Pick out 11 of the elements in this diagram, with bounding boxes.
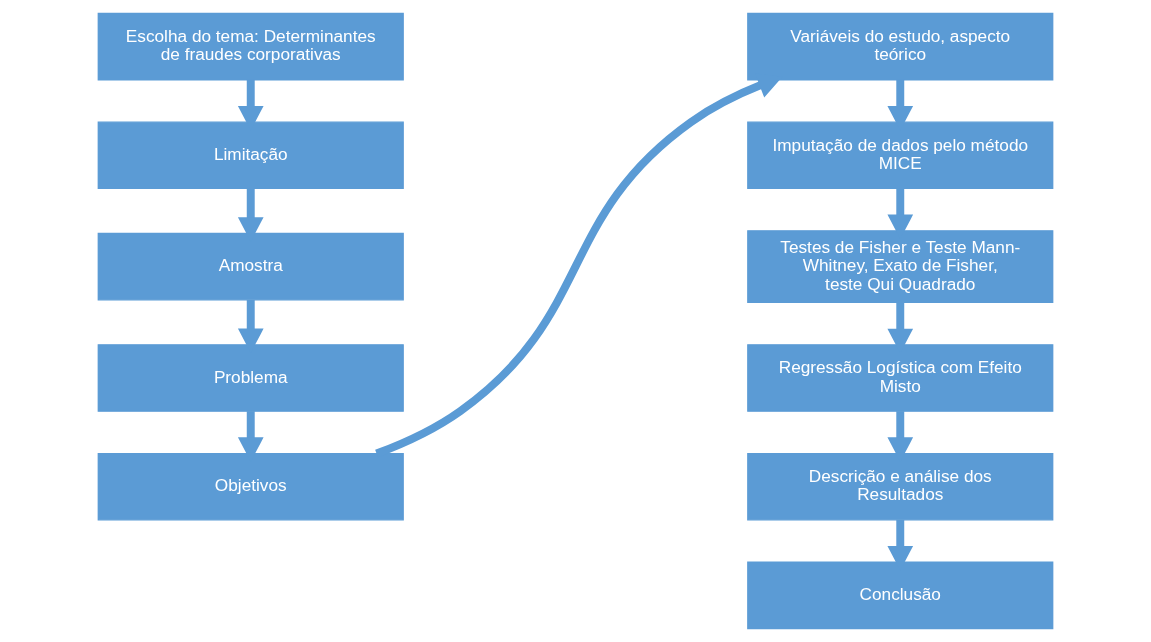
node-box: Problema xyxy=(97,344,404,412)
node-box: Amostra xyxy=(97,232,404,301)
node-box: Objetivos xyxy=(97,452,404,521)
node-box: Descrição e análise dos Resultados xyxy=(747,452,1054,521)
node-box: Imputação de dados pelo método MICE xyxy=(747,121,1054,190)
node-box: Regressão Logística com Efeito Misto xyxy=(747,344,1054,412)
node-box: Limitação xyxy=(97,121,404,190)
node-box: Variáveis do estudo, aspecto teórico xyxy=(747,12,1054,81)
node-box: Testes de Fisher e Teste Mann-Whitney, Exato de Fisher, teste Qui Quadrado xyxy=(747,230,1054,304)
node-box: Conclusão xyxy=(747,561,1054,630)
node-box: Escolha do tema: Determinantes de fraudes corporativas xyxy=(97,12,404,81)
